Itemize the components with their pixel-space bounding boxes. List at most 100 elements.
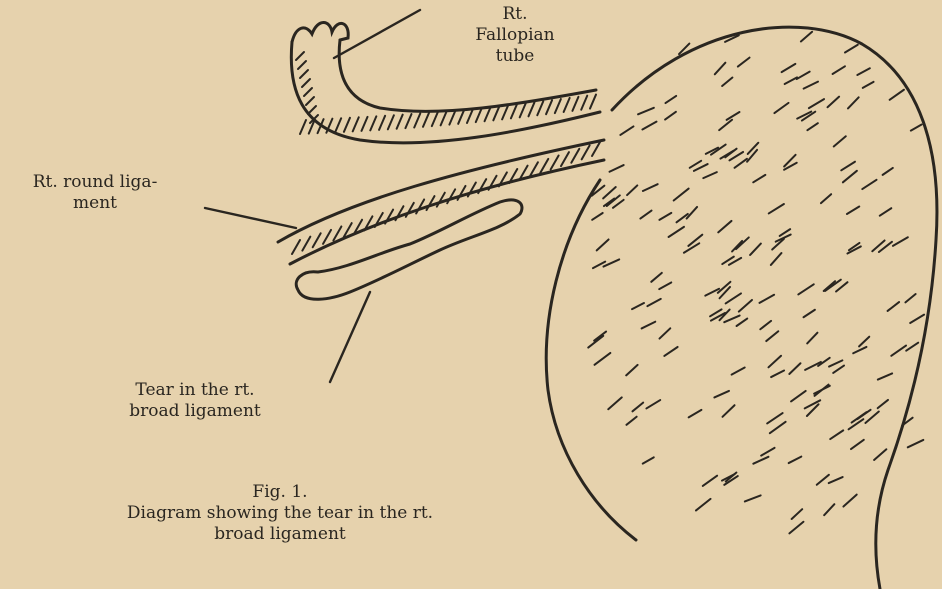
hatch-stroke bbox=[546, 100, 552, 114]
hatch-stroke bbox=[397, 115, 403, 129]
hatch-stroke bbox=[674, 189, 689, 201]
hatch-stroke bbox=[493, 106, 499, 120]
hatch-stroke bbox=[807, 123, 817, 130]
hatch-stroke bbox=[829, 477, 843, 483]
hatch-stroke bbox=[659, 213, 671, 220]
hatch-stroke bbox=[467, 109, 473, 123]
hatch-stroke bbox=[313, 233, 321, 247]
hatch-stroke bbox=[458, 186, 466, 200]
hatch-stroke bbox=[770, 422, 786, 433]
hatch-stroke bbox=[862, 180, 876, 189]
hatch-stroke bbox=[626, 365, 637, 375]
hatch-stroke bbox=[511, 104, 517, 118]
hatch-stroke bbox=[640, 211, 651, 219]
round-ligament bbox=[278, 140, 604, 264]
hatch-stroke bbox=[843, 171, 857, 183]
hatch-stroke bbox=[528, 102, 534, 116]
hatch-stroke bbox=[632, 303, 644, 309]
hatch-stroke bbox=[626, 417, 636, 425]
hatch-stroke bbox=[308, 106, 316, 114]
hatch-stroke bbox=[613, 200, 624, 208]
hatch-stroke bbox=[688, 235, 702, 246]
hatch-stroke bbox=[540, 159, 548, 173]
hatch-stroke bbox=[883, 168, 893, 175]
hatch-stroke bbox=[738, 58, 750, 67]
hatch-stroke bbox=[848, 97, 859, 108]
hatch-stroke bbox=[647, 299, 660, 306]
hatch-stroke bbox=[643, 184, 658, 191]
hatch-stroke bbox=[551, 156, 559, 170]
hatch-stroke bbox=[888, 302, 899, 311]
hatch-stroke bbox=[441, 111, 447, 125]
hatch-stroke bbox=[726, 293, 741, 303]
hatch-stroke bbox=[344, 118, 350, 132]
hatch-stroke bbox=[792, 509, 803, 519]
hatch-stroke bbox=[582, 145, 590, 159]
hatch-stroke bbox=[766, 331, 778, 341]
hatch-stroke bbox=[789, 457, 802, 463]
hatch-stroke bbox=[595, 353, 611, 365]
label-fallopian-line2: Fallopian bbox=[440, 25, 590, 46]
hatch-stroke bbox=[814, 386, 830, 394]
hatch-stroke bbox=[807, 333, 817, 344]
hatch-stroke bbox=[715, 63, 726, 75]
hatch-stroke bbox=[665, 96, 676, 103]
hatch-stroke bbox=[911, 125, 922, 131]
hatch-stroke bbox=[335, 118, 341, 132]
hatch-stroke bbox=[809, 99, 824, 108]
hatch-stroke bbox=[878, 400, 888, 408]
hatch-stroke bbox=[406, 203, 414, 217]
hatch-stroke bbox=[620, 126, 633, 134]
hatch-stroke bbox=[798, 284, 813, 294]
label-round-ligament-line2: ment bbox=[0, 193, 190, 214]
hatch-stroke bbox=[789, 522, 803, 534]
hatch-stroke bbox=[732, 241, 742, 252]
hatch-stroke bbox=[300, 120, 306, 134]
hatch-stroke bbox=[379, 116, 385, 130]
hatch-stroke bbox=[437, 193, 445, 207]
hatch-stroke bbox=[502, 105, 508, 119]
hatch-stroke bbox=[718, 221, 731, 232]
hatch-stroke bbox=[891, 346, 906, 356]
hatch-stroke bbox=[760, 321, 771, 329]
hatch-stroke bbox=[893, 237, 908, 246]
hatch-stroke bbox=[753, 457, 768, 464]
hatch-stroke bbox=[719, 120, 732, 130]
hatch-stroke bbox=[643, 457, 654, 463]
hatch-stroke bbox=[302, 79, 310, 87]
caption-line2: broad ligament bbox=[90, 524, 470, 545]
hatch-stroke bbox=[476, 108, 482, 122]
hatch-stroke bbox=[388, 115, 394, 129]
hatch-stroke bbox=[447, 189, 455, 203]
hatch-stroke bbox=[520, 103, 526, 117]
hatch-stroke bbox=[843, 495, 856, 507]
hatch-stroke bbox=[821, 194, 831, 203]
hatch-stroke bbox=[664, 347, 677, 356]
hatch-stroke bbox=[905, 294, 915, 302]
hatch-stroke bbox=[857, 68, 870, 75]
hatch-stroke bbox=[296, 52, 304, 60]
hatch-stroke bbox=[817, 475, 829, 485]
hatch-stroke bbox=[298, 61, 306, 69]
hatch-stroke bbox=[426, 196, 434, 210]
hatch-stroke bbox=[603, 187, 616, 198]
hatch-stroke bbox=[642, 322, 656, 329]
hatch-stroke bbox=[432, 112, 438, 126]
hatch-stroke bbox=[910, 315, 924, 323]
caption-fig-number: Fig. 1. bbox=[90, 482, 470, 503]
hatch-stroke bbox=[874, 449, 886, 460]
hatch-stroke bbox=[782, 64, 796, 72]
hatch-stroke bbox=[714, 391, 729, 398]
hatch-stroke bbox=[834, 136, 846, 146]
hatch-stroke bbox=[646, 400, 660, 408]
hatch-stroke bbox=[750, 244, 761, 255]
hatch-stroke bbox=[659, 328, 670, 338]
label-round-ligament-line1: Rt. round liga- bbox=[0, 172, 190, 193]
hatch-stroke bbox=[774, 103, 788, 113]
hatch-stroke bbox=[797, 72, 810, 79]
hatch-stroke bbox=[659, 282, 671, 289]
hatch-stroke bbox=[597, 239, 609, 250]
hatch-stroke bbox=[833, 366, 844, 373]
label-tear-line1: Tear in the rt. bbox=[80, 380, 310, 401]
hatch-stroke bbox=[824, 504, 834, 515]
